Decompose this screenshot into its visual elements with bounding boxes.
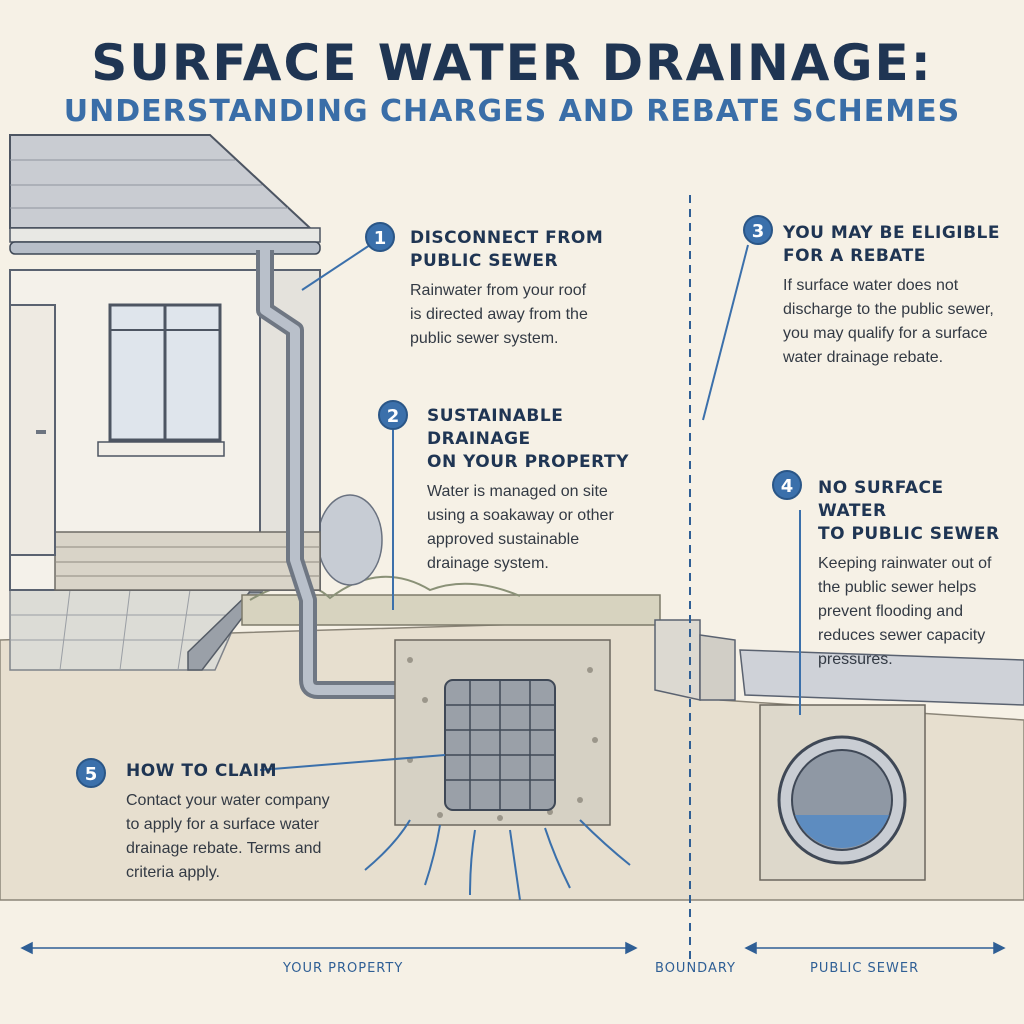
callout-4-body: Keeping rainwater out of the public sewe…	[818, 555, 992, 668]
callout-1: DISCONNECT FROM PUBLIC SEWER Rainwater f…	[410, 227, 640, 351]
gutter	[9, 241, 321, 255]
callout-4: NO SURFACE WATER TO PUBLIC SEWER Keeping…	[818, 477, 1018, 672]
callout-3-body: If surface water does not discharge to t…	[783, 277, 994, 366]
callout-1-badge: 1	[365, 222, 395, 252]
boundary-kerb	[654, 619, 701, 701]
callout-2-body: Water is managed on site using a soakawa…	[427, 483, 614, 572]
pointer-3	[702, 244, 749, 421]
callout-5: HOW TO CLAIM Contact your water company …	[126, 760, 366, 885]
fascia	[9, 227, 321, 243]
sewer-water	[795, 815, 889, 848]
pointer-5	[259, 754, 446, 771]
infiltration-arrows	[364, 819, 631, 901]
callout-5-body: Contact your water company to apply for …	[126, 792, 330, 881]
callout-4-heading: NO SURFACE WATER TO PUBLIC SEWER	[818, 478, 1000, 544]
callout-2: SUSTAINABLE DRAINAGE ON YOUR PROPERTY Wa…	[427, 405, 667, 576]
callout-1-heading: DISCONNECT FROM PUBLIC SEWER	[410, 228, 604, 271]
road	[739, 649, 1024, 706]
callout-3-heading: YOU MAY BE ELIGIBLE FOR A REBATE	[783, 223, 1000, 266]
roof	[9, 134, 313, 229]
window-sill	[97, 441, 225, 457]
callout-5-heading: HOW TO CLAIM	[126, 761, 278, 781]
callout-1-body: Rainwater from your roof is directed awa…	[410, 282, 588, 347]
label-boundary: BOUNDARY	[655, 961, 736, 976]
brick-plinth	[54, 531, 321, 591]
label-public-sewer: PUBLIC SEWER	[810, 961, 920, 976]
callout-4-badge: 4	[772, 470, 802, 500]
pointer-1	[301, 244, 371, 291]
callout-2-badge: 2	[378, 400, 408, 430]
shrub	[317, 494, 383, 586]
label-your-property: YOUR PROPERTY	[283, 961, 404, 976]
page-subtitle: UNDERSTANDING CHARGES AND REBATE SCHEMES	[63, 94, 961, 129]
callout-3-badge: 3	[743, 215, 773, 245]
callout-2-heading: SUSTAINABLE DRAINAGE ON YOUR PROPERTY	[427, 406, 629, 472]
callout-5-badge: 5	[76, 758, 106, 788]
callout-3: YOU MAY BE ELIGIBLE FOR A REBATE If surf…	[783, 222, 1018, 370]
door	[9, 304, 56, 556]
page-title: SURFACE WATER DRAINAGE:	[91, 34, 933, 92]
